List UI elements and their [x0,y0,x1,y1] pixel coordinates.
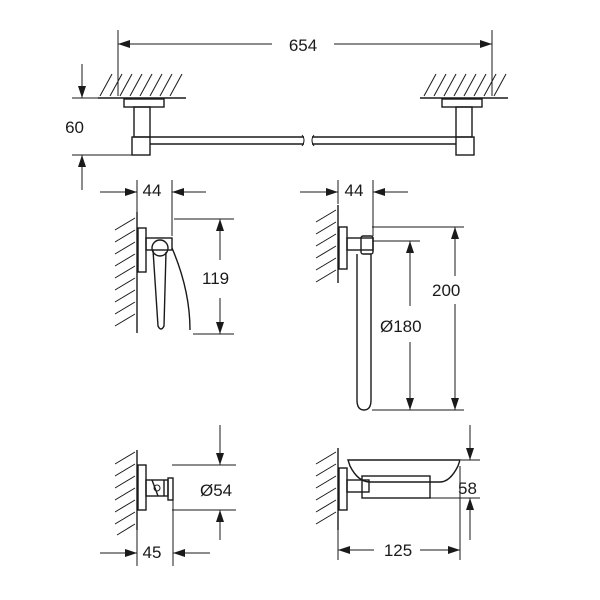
dimension-label-holder-height: 119 [202,269,229,288]
soap-dish-drawing: 58 125 [315,425,480,560]
paper-holder-rosette [137,227,147,273]
dimension-label-ring-height: 200 [432,281,460,300]
soap-dish-holder [361,475,431,499]
bar-bracket-left-plate [123,98,165,108]
dimension-label-dish-projection: 125 [384,541,412,560]
robe-hook-detail [151,479,165,497]
dimension-label-ring-projection: 44 [345,181,364,200]
bar-bracket-left-post [133,106,151,138]
towel-bar-break [301,134,315,147]
dimension-label-dish-height: 58 [458,479,477,498]
dimension-label-hook-projection: 45 [143,543,162,562]
towel-bar-rod [150,136,456,145]
bar-bracket-right-plate [441,98,483,108]
wall-hatch-top-right [423,73,507,97]
paper-holder-pivot [151,239,169,257]
soap-dish-arm [346,479,370,493]
dimension-label-bar-projection: 60 [65,118,84,137]
paper-holder-hook [152,249,167,330]
robe-hook-drawing: Ø54 45 [100,425,236,566]
robe-hook-cap [167,477,174,501]
towel-ring-drawing: 44 Ø180 200 [300,180,464,411]
paper-holder-flap [171,247,191,331]
dimension-label-bar-length: 654 [289,36,317,55]
soap-dish-bowl [347,459,461,483]
towel-ring-joint [360,235,374,255]
dimension-label-hook-diameter: Ø54 [200,481,232,500]
dimension-label-ring-diameter: Ø180 [380,317,422,336]
paper-holder-arm [145,237,173,251]
robe-hook-rosette [137,464,147,511]
bar-bracket-right-post [455,106,473,138]
wall-hatch-top-left [99,73,183,97]
bar-bracket-left-end [131,136,151,156]
towel-bar-drawing: 654 60 [65,30,508,190]
wall-hatch [114,217,136,327]
soap-dish-rosette [338,467,348,511]
towel-ring-rosette [338,226,348,270]
wall-hatch [315,209,337,283]
bar-bracket-right-end [455,136,475,156]
paper-holder-drawing: 44 119 [100,180,234,335]
towel-ring-ring [356,254,372,411]
towel-ring-arm [346,237,374,251]
wall-hatch [114,451,136,536]
wall-hatch [315,451,337,525]
robe-hook-screw [153,484,161,492]
dimension-label-holder-projection: 44 [143,181,162,200]
